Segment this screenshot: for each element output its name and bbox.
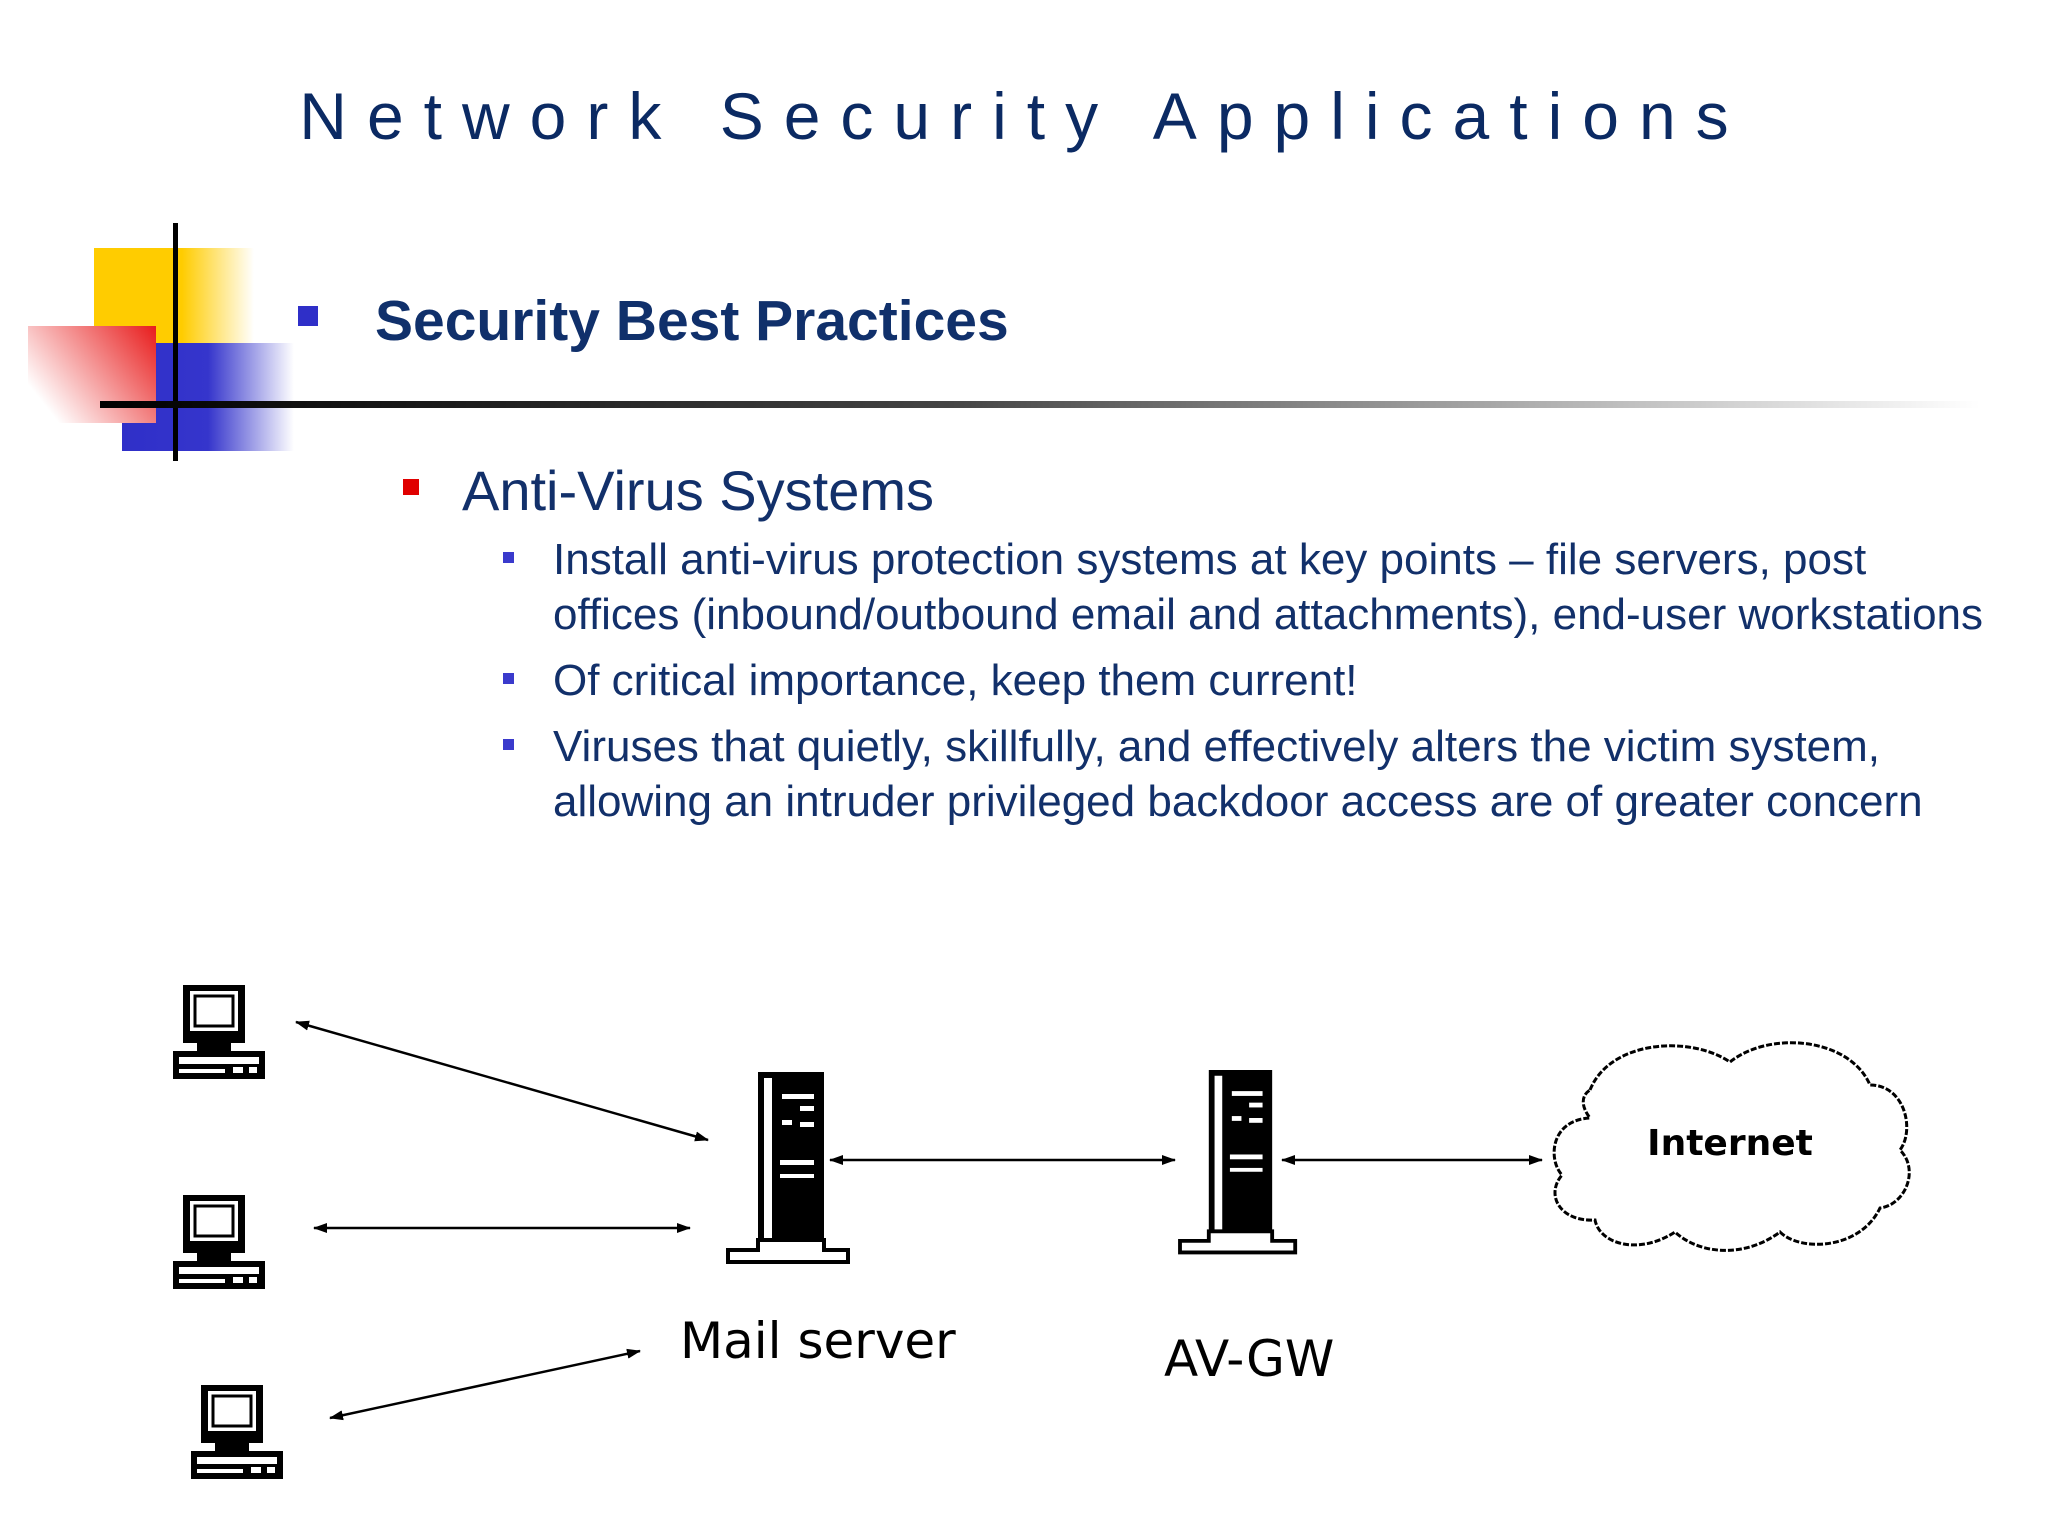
deco-vertical-line [173,223,178,461]
mail-server-label: Mail server [680,1312,956,1370]
bullet-marker [503,739,514,750]
workstation-3-icon [189,1383,285,1481]
subsection-bullet [403,479,419,495]
list-item: Viruses that quietly, skillfully, and ef… [500,719,1990,829]
workstation-1-icon [171,983,267,1081]
list-item: Install anti-virus protection systems at… [500,532,1990,642]
subsection-heading: Anti-Virus Systems [462,459,934,522]
list-item-text: Of critical importance, keep them curren… [553,656,1358,705]
internet-label: Internet [1647,1123,1813,1164]
link-ws3-mail [329,1348,641,1421]
mail-server-icon [726,1070,850,1264]
slide-title: Network Security Applications [299,79,1749,153]
bullet-list: Install anti-virus protection systems at… [500,532,1990,840]
av-gateway-label: AV-GW [1164,1330,1335,1388]
section-bullet [298,306,318,326]
title-decoration [28,223,1980,461]
list-item: Of critical importance, keep them curren… [500,653,1990,708]
list-item-text: Install anti-virus protection systems at… [553,535,1984,639]
av-gateway-icon [1178,1068,1298,1255]
link-ws1-mail [295,1020,709,1142]
bullet-marker [503,552,514,563]
section-heading: Security Best Practices [375,289,1009,353]
internet-cloud-icon [1552,1041,1911,1252]
header-rule [100,401,1980,408]
list-item-text: Viruses that quietly, skillfully, and ef… [553,722,1923,826]
workstation-2-icon [171,1193,267,1291]
bullet-marker [503,673,514,684]
